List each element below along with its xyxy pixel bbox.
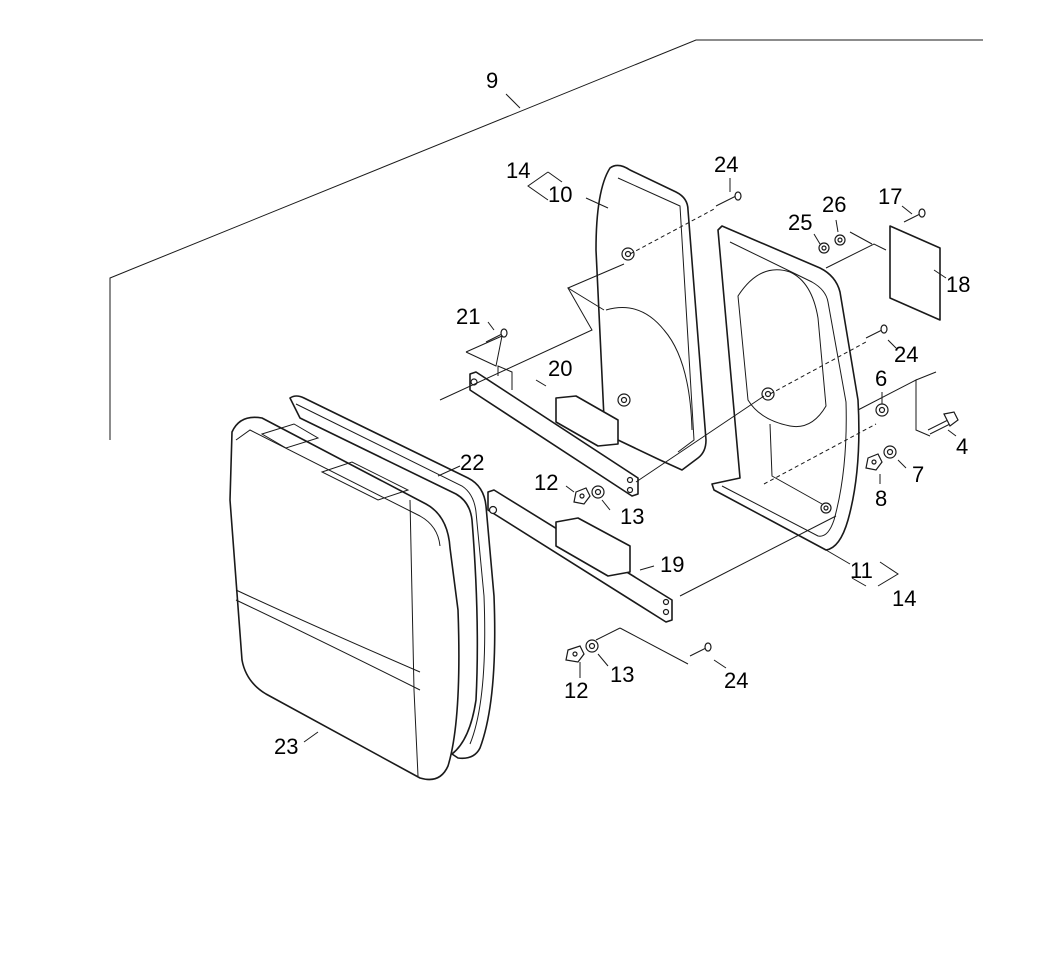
screw-24-mid: [865, 324, 888, 339]
nut-12-lower: [565, 645, 585, 663]
cover-plate: [889, 225, 941, 321]
callout-14-top: 14: [506, 158, 530, 183]
assembly-bracket-line: [109, 39, 983, 440]
callout-9: 9: [486, 68, 498, 93]
callout-12-upper: 12: [534, 470, 558, 495]
screw-24-bottom: [689, 642, 712, 657]
callout-6: 6: [875, 366, 887, 391]
washer-7: [883, 445, 897, 459]
callout-21: 21: [456, 304, 480, 329]
leader-lines: [303, 93, 957, 743]
callouts: 9 14 10 24 25 26 17 18 21 24 20 6 4 7 8 …: [274, 68, 970, 759]
upper-mounting-bracket: [469, 365, 639, 497]
callout-23: 23: [274, 734, 298, 759]
callout-17: 17: [878, 184, 902, 209]
bolt-4: [927, 411, 959, 435]
lower-mounting-bracket: [487, 489, 673, 623]
callout-11: 11: [850, 558, 873, 583]
callout-10: 10: [548, 182, 572, 207]
right-housing-panel: [711, 225, 860, 551]
screw-21: [485, 328, 508, 343]
callout-24-bottom: 24: [724, 668, 748, 693]
callout-26: 26: [822, 192, 846, 217]
screw-24-top: [715, 191, 742, 207]
washer-26: [834, 234, 846, 246]
callout-4: 4: [956, 434, 968, 459]
callout-20: 20: [548, 356, 572, 381]
callout-13-lower: 13: [610, 662, 634, 687]
hardware: [485, 191, 959, 663]
nut-12-upper: [573, 487, 591, 505]
callout-22: 22: [460, 450, 484, 475]
callout-25: 25: [788, 210, 812, 235]
nut-8: [865, 453, 883, 471]
callout-13-upper: 13: [620, 504, 644, 529]
washer-13-upper: [591, 485, 605, 499]
washer-13-lower: [585, 639, 599, 653]
washer-6: [875, 403, 889, 417]
callout-12-lower: 12: [564, 678, 588, 703]
callout-18: 18: [946, 272, 970, 297]
callout-14-bottom: 14: [892, 586, 916, 611]
front-cover: [229, 416, 460, 781]
callout-24-mid: 24: [894, 342, 918, 367]
gasket: [289, 395, 496, 760]
callout-7: 7: [912, 462, 924, 487]
callout-19: 19: [660, 552, 684, 577]
screw-17: [903, 208, 926, 223]
callout-8: 8: [875, 486, 887, 511]
left-housing-panel: [595, 164, 707, 471]
callout-24-top: 24: [714, 152, 738, 177]
washer-25: [818, 242, 830, 254]
